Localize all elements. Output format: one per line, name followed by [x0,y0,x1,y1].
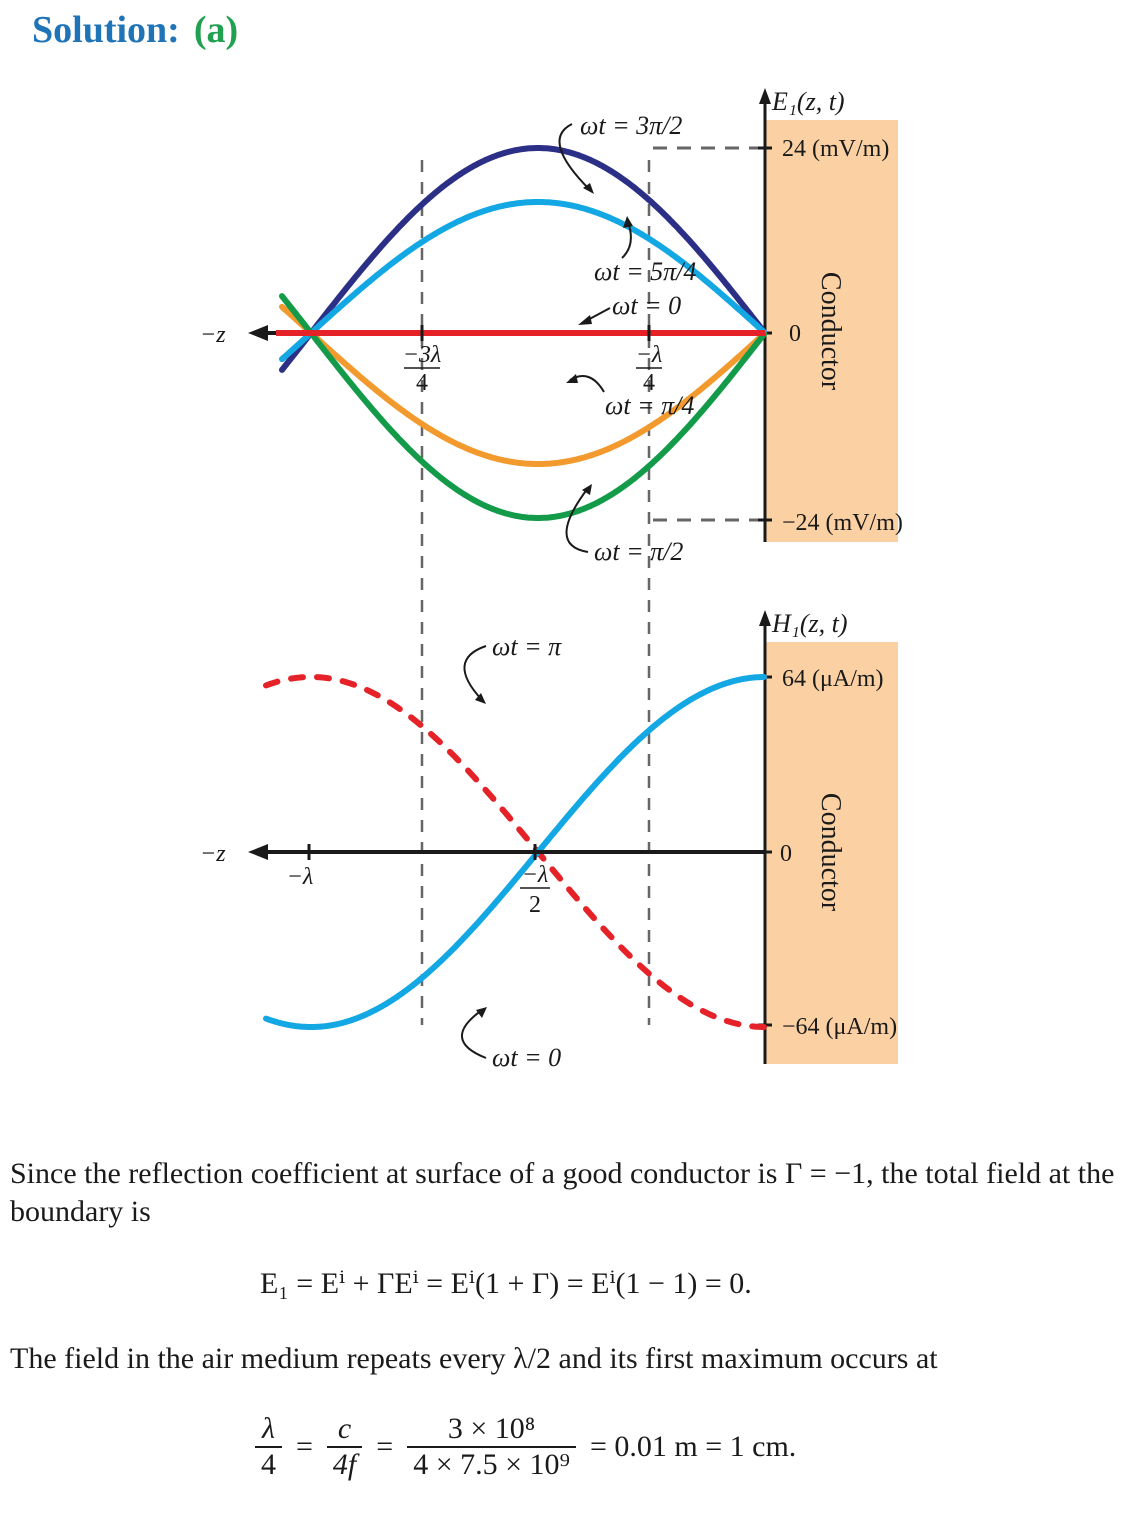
bottom-axis-arrow-icon [759,610,771,626]
top-tick1-den: 4 [416,370,428,396]
bottom-min-label: −64 (μA/m) [782,1014,897,1040]
label-wt-0-bottom: ωt = 0 [492,1043,561,1072]
eq2-f3-den: 4 × 7.5 × 10⁹ [413,1448,570,1481]
paragraph-1: Since the reflection coefficient at surf… [10,1157,1115,1228]
top-curve-group [279,145,767,521]
top-tick2-num: −λ [636,342,663,368]
top-axis-label: E₁(z, t) [771,87,845,116]
equation-1: E₁ = Eⁱ + ΓEⁱ = Eⁱ(1 + Γ) = Eⁱ(1 − 1) = … [260,1267,752,1300]
curve-wt-5pi4 [279,199,767,363]
bottom-z-arrow-icon [248,844,268,860]
top-tick1-num: −3λ [403,342,442,368]
bottom-zero-label: 0 [780,841,792,867]
standing-wave-figure: −z E₁(z, t) 24 (mV/m) −24 (mV/m) 0 Condu… [200,87,903,1072]
top-z-arrow-icon [248,325,268,341]
eq2-f1-num: λ [262,1412,275,1445]
solution-label: Solution: [32,9,180,51]
label-wt-pi: ωt = π [492,632,562,661]
paragraph-2: The field in the air medium repeats ever… [10,1342,938,1375]
eq2-result: = 0.01 m = 1 cm. [589,1430,797,1463]
top-neg-z-label: −z [200,322,226,348]
label-wt-0-top: ωt = 0 [612,291,681,320]
part-label: (a) [193,9,239,51]
top-axis-arrow-icon [759,88,771,104]
bottom-max-label: 64 (μA/m) [782,666,884,692]
top-conductor-label: Conductor [815,272,846,391]
label-wt-pi4: ωt = π/4 [605,391,694,420]
bottom-conductor-label: Conductor [815,793,846,912]
eq2-f2-den: 4f [332,1448,357,1481]
curve-wt-pi [263,674,767,1030]
eq2-f1-den: 4 [261,1448,276,1481]
top-conductor-region [765,120,898,542]
eq2-f2-num: c [337,1412,352,1445]
bottom-tick2-num: −λ [522,862,549,888]
curve-wt-pi2 [279,293,767,521]
top-tick2-den: 4 [643,370,655,396]
label-wt-pi2: ωt = π/2 [594,537,683,566]
top-min-label: −24 (mV/m) [782,510,903,536]
bottom-conductor-region [765,642,898,1064]
curve-wt-3pi2 [279,145,767,373]
curve-wt-0-bottom [263,674,767,1030]
label-wt-5pi4: ωt = 5π/4 [594,257,696,286]
bottom-tick2-den: 2 [529,892,541,918]
label-wt-3pi2: ωt = 3π/2 [580,111,682,140]
curve-wt-pi4 [279,303,767,467]
top-max-label: 24 (mV/m) [782,136,889,162]
bottom-tick1: −λ [287,864,314,890]
bottom-curve-group [263,674,767,1030]
top-zero-label: 0 [789,321,801,347]
solution-heading: Solution: (a) [32,8,238,52]
bottom-axis-label: H₁(z, t) [771,609,847,638]
eq2-f3-num: 3 × 10⁸ [447,1412,536,1445]
bottom-neg-z-label: −z [200,841,226,867]
